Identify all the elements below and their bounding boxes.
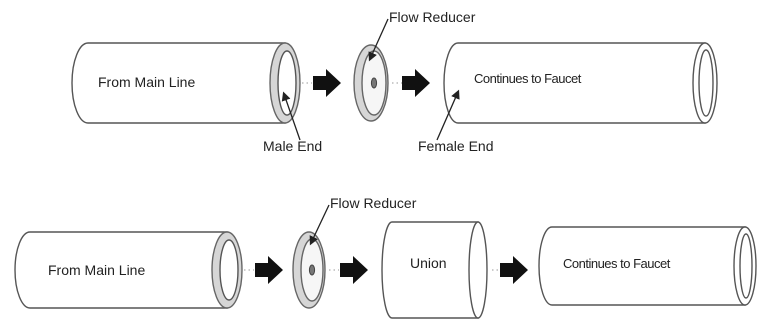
bottom-flow-reducer-label: Flow Reducer [330, 195, 417, 211]
right-arrow-icon [500, 256, 528, 284]
bottom-reducer-pointer [309, 204, 330, 246]
bottom-faucet-label: Continues to Faucet [563, 256, 671, 271]
union-fitting: Union [381, 221, 488, 319]
right-arrow-icon [313, 69, 341, 97]
top-faucet-pipe: Continues to Faucet [443, 42, 718, 124]
right-arrow-icon [255, 256, 283, 284]
flow-reducer-disc-icon [308, 264, 316, 276]
right-arrow-icon [340, 256, 368, 284]
top-reducer-pointer [368, 18, 389, 62]
top-flow-reducer-label: Flow Reducer [389, 9, 476, 25]
male-end-label: Male End [263, 138, 322, 154]
right-arrow-icon [402, 69, 430, 97]
top-main-line-pipe: From Main Line [71, 42, 301, 124]
top-main-line-label: From Main Line [98, 74, 195, 90]
male-end-pointer [281, 91, 301, 141]
bottom-faucet-pipe: Continues to Faucet [538, 226, 757, 306]
top-faucet-label: Continues to Faucet [474, 71, 582, 86]
top-assembly: From Main Line Continues to Faucet Flow … [71, 9, 718, 154]
bottom-main-line-pipe: From Main Line [14, 231, 243, 309]
female-end-label: Female End [418, 138, 493, 154]
bottom-assembly: From Main Line Union Continues to Faucet… [14, 195, 757, 319]
bottom-flow-reducer-disc [292, 231, 326, 309]
flow-reducer-disc-icon [370, 77, 378, 89]
female-end-pointer [436, 89, 460, 141]
union-label: Union [410, 255, 447, 271]
bottom-main-line-label: From Main Line [48, 262, 145, 278]
top-flow-reducer-disc [353, 44, 389, 122]
